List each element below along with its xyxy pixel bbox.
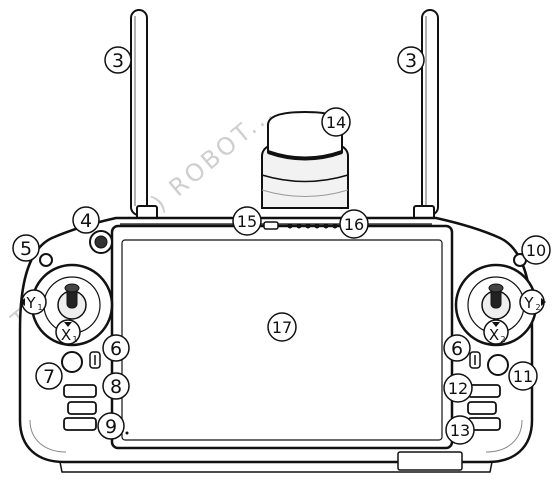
- svg-text:9: 9: [105, 416, 117, 438]
- callout-9: 9: [97, 412, 125, 440]
- x2-axis-label: X 2: [483, 319, 509, 345]
- right-toggle-switch[interactable]: [469, 351, 481, 369]
- callout-4: 4: [72, 206, 100, 234]
- left-antenna: [130, 9, 158, 221]
- svg-text:7: 7: [43, 366, 55, 388]
- callout-6-right: 6: [443, 334, 471, 362]
- svg-text:3: 3: [405, 50, 417, 72]
- svg-text:17: 17: [272, 318, 292, 337]
- svg-text:11: 11: [513, 367, 533, 386]
- callout-11: 11: [508, 361, 538, 391]
- svg-text:Y: Y: [523, 294, 534, 312]
- svg-text:X: X: [489, 326, 499, 344]
- svg-text:16: 16: [344, 215, 364, 234]
- callout-12: 12: [443, 373, 473, 403]
- left-joystick[interactable]: [30, 263, 114, 347]
- left-large-button[interactable]: [61, 351, 83, 373]
- y2-axis-label: Y 2: [519, 289, 546, 315]
- svg-text:1: 1: [72, 335, 77, 344]
- svg-text:4: 4: [80, 210, 92, 232]
- left-top-button[interactable]: [39, 253, 53, 267]
- svg-text:6: 6: [110, 338, 122, 360]
- right-joystick[interactable]: [454, 263, 538, 347]
- callout-3-right: 3: [397, 46, 425, 74]
- svg-text:5: 5: [20, 238, 32, 260]
- y1-axis-label: Y 1: [20, 289, 47, 315]
- callouts: 3 3 14 4 5 15 16 10 17 6 6 7 11 8 12 9 1…: [12, 46, 551, 445]
- callout-8: 8: [102, 372, 130, 400]
- callout-7: 7: [35, 362, 63, 390]
- x1-axis-label: X 1: [55, 319, 81, 345]
- callout-5: 5: [12, 234, 40, 262]
- callout-15: 15: [232, 206, 262, 236]
- indicator-dots: [287, 223, 338, 229]
- left-button-group[interactable]: [63, 384, 97, 431]
- svg-text:2: 2: [535, 303, 540, 312]
- svg-text:2: 2: [500, 335, 505, 344]
- right-button-group[interactable]: [467, 384, 501, 431]
- callout-14: 14: [321, 107, 351, 137]
- svg-text:1: 1: [37, 303, 42, 312]
- svg-text:10: 10: [526, 241, 546, 260]
- svg-text:6: 6: [451, 338, 463, 360]
- callout-3-left: 3: [104, 46, 132, 74]
- sensor-window: [263, 221, 279, 230]
- left-indicator-dot: [125, 431, 129, 435]
- svg-text:Y: Y: [25, 294, 36, 312]
- svg-text:12: 12: [448, 379, 468, 398]
- callout-10: 10: [521, 235, 551, 265]
- left-toggle-switch[interactable]: [89, 351, 101, 369]
- callout-17: 17: [267, 312, 297, 342]
- svg-text:8: 8: [110, 376, 122, 398]
- left-dial-knob[interactable]: [89, 230, 113, 254]
- callout-6-left: 6: [102, 334, 130, 362]
- callout-13: 13: [445, 415, 475, 445]
- svg-text:13: 13: [450, 421, 470, 440]
- right-large-button[interactable]: [487, 354, 509, 376]
- svg-text:3: 3: [112, 50, 124, 72]
- svg-text:14: 14: [326, 113, 346, 132]
- callout-16: 16: [339, 209, 369, 239]
- svg-text:X: X: [61, 326, 71, 344]
- right-antenna: [413, 9, 439, 221]
- svg-text:15: 15: [237, 212, 257, 231]
